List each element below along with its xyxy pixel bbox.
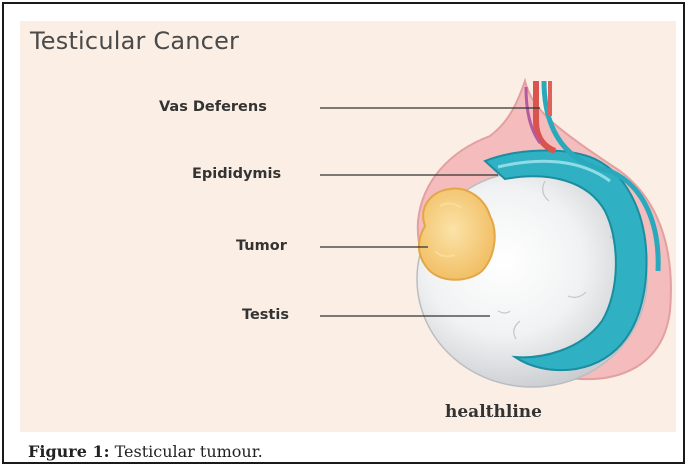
figure-frame: Testicular Cancer [2, 2, 685, 464]
brand-logo: healthline [445, 402, 542, 422]
label-vas-deferens: Vas Deferens [159, 99, 267, 115]
tumor-mass [419, 189, 495, 280]
caption-text: Testicular tumour. [115, 442, 263, 461]
testicle-diagram [20, 21, 676, 432]
illustration-panel: Testicular Cancer [20, 21, 676, 432]
label-testis: Testis [242, 307, 289, 323]
caption-label: Figure 1: [28, 442, 109, 461]
figure-caption: Figure 1: Testicular tumour. [28, 442, 263, 461]
label-tumor: Tumor [236, 238, 287, 254]
label-epididymis: Epididymis [192, 166, 281, 182]
